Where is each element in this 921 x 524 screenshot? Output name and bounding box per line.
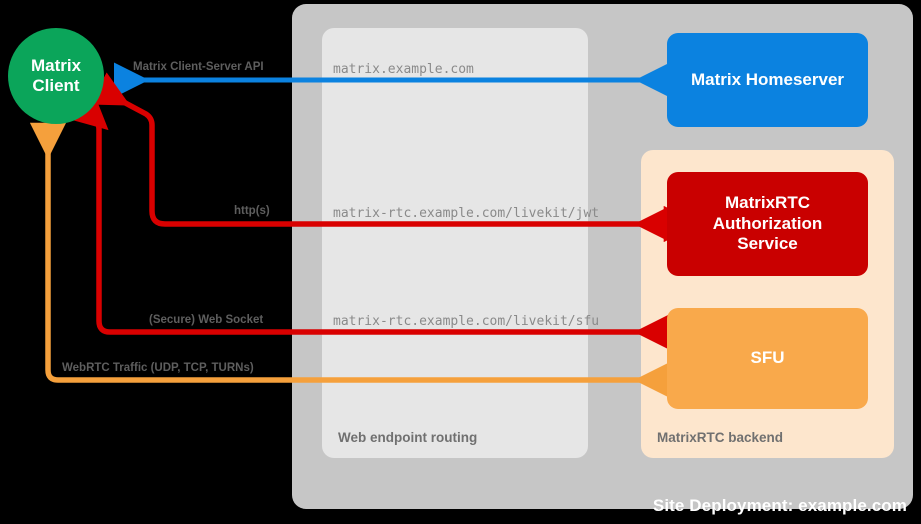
flow-label-webrtc-traffic: WebRTC Traffic (UDP, TCP, TURNs): [62, 362, 254, 374]
endpoint-label-matrix-example-com: matrix.example.com: [333, 62, 474, 77]
node-sfu[interactable]: SFU: [667, 308, 868, 409]
flow-label-https: http(s): [234, 205, 270, 217]
node-matrixrtc-authorization-service[interactable]: MatrixRTC Authorization Service: [667, 172, 868, 276]
matrix-client-label-line2: Client: [32, 76, 80, 95]
matrix-client-label-line1: Matrix: [30, 56, 82, 76]
flow-label-secure-web-socket: (Secure) Web Socket: [149, 314, 264, 326]
matrixrtc-backend-label: MatrixRTC backend: [657, 430, 784, 445]
sfu-label: SFU: [750, 348, 785, 368]
auth-service-label-line1: MatrixRTC: [724, 192, 810, 212]
auth-service-label-line3: Service: [737, 234, 798, 254]
node-matrix-client[interactable]: Matrix Client: [8, 28, 104, 124]
endpoint-label-livekit-sfu: matrix-rtc.example.com/livekit/sfu: [333, 314, 600, 329]
flow-label-matrix-client-server-api: Matrix Client-Server API: [133, 61, 264, 73]
auth-service-label: MatrixRTC Authorization Service: [713, 193, 823, 255]
node-matrix-homeserver[interactable]: Matrix Homeserver: [667, 33, 868, 127]
web-endpoint-routing-container: Web endpoint routing: [322, 28, 588, 458]
auth-service-label-line2: Authorization: [712, 213, 823, 233]
web-endpoint-routing-label: Web endpoint routing: [338, 430, 478, 445]
site-deployment-label: Site Deployment: example.com: [652, 496, 907, 515]
matrix-homeserver-label: Matrix Homeserver: [690, 69, 845, 89]
endpoint-label-livekit-jwt: matrix-rtc.example.com/livekit/jwt: [333, 206, 600, 221]
